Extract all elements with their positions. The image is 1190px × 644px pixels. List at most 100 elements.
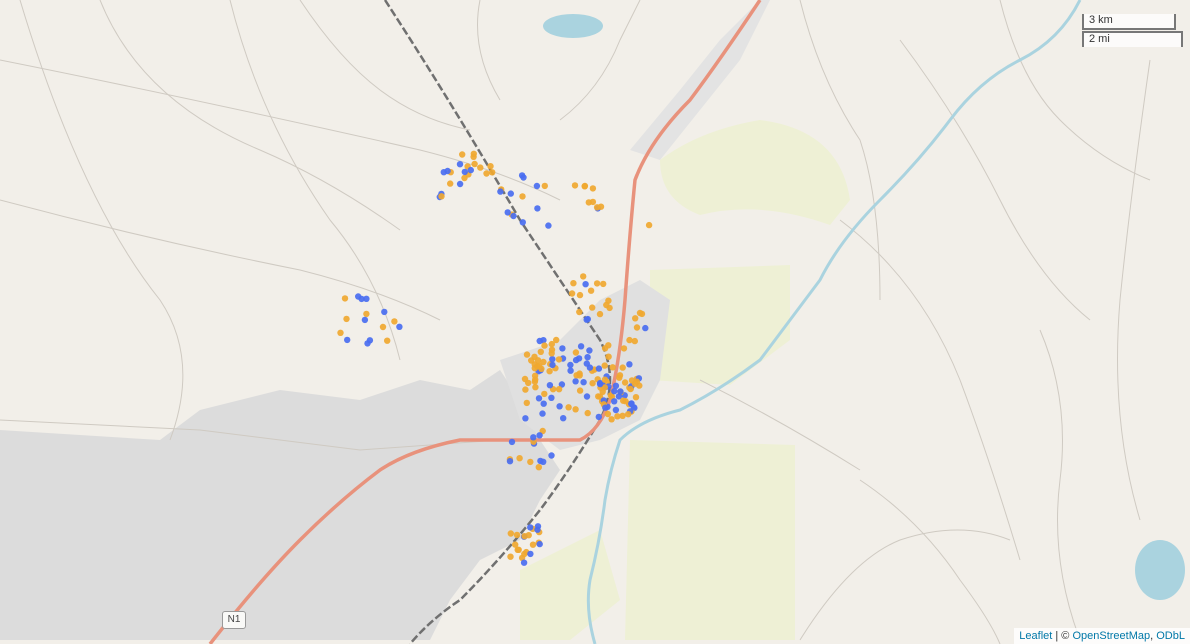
blue-marker[interactable] bbox=[556, 403, 563, 410]
orange-marker[interactable] bbox=[555, 386, 563, 393]
blue-marker[interactable] bbox=[456, 180, 464, 188]
orange-marker[interactable] bbox=[632, 315, 639, 322]
orange-marker[interactable] bbox=[625, 411, 632, 418]
blue-marker[interactable] bbox=[630, 404, 637, 411]
blue-marker[interactable] bbox=[626, 361, 633, 368]
blue-marker[interactable] bbox=[549, 361, 556, 369]
orange-marker[interactable] bbox=[516, 455, 523, 462]
blue-marker[interactable] bbox=[549, 356, 556, 363]
blue-marker[interactable] bbox=[595, 413, 602, 421]
blue-marker[interactable] bbox=[536, 337, 543, 345]
orange-marker[interactable] bbox=[438, 193, 445, 200]
blue-marker[interactable] bbox=[520, 559, 528, 566]
orange-marker[interactable] bbox=[596, 310, 604, 318]
blue-marker[interactable] bbox=[586, 347, 593, 354]
orange-marker[interactable] bbox=[477, 164, 484, 171]
orange-marker[interactable] bbox=[548, 350, 555, 357]
blue-marker[interactable] bbox=[546, 382, 554, 389]
blue-marker[interactable] bbox=[642, 324, 649, 332]
orange-marker[interactable] bbox=[343, 315, 350, 323]
orange-marker[interactable] bbox=[540, 358, 547, 366]
orange-marker[interactable] bbox=[576, 291, 584, 299]
orange-marker[interactable] bbox=[532, 384, 539, 391]
orange-marker[interactable] bbox=[600, 280, 607, 288]
blue-marker[interactable] bbox=[567, 361, 574, 369]
orange-marker[interactable] bbox=[541, 342, 548, 349]
orange-marker[interactable] bbox=[619, 364, 626, 371]
blue-marker[interactable] bbox=[545, 222, 552, 229]
orange-marker[interactable] bbox=[538, 365, 545, 372]
blue-marker[interactable] bbox=[612, 382, 620, 389]
blue-marker[interactable] bbox=[572, 356, 580, 364]
orange-marker[interactable] bbox=[595, 393, 602, 400]
orange-marker[interactable] bbox=[522, 386, 529, 393]
orange-marker[interactable] bbox=[541, 390, 548, 398]
orange-marker[interactable] bbox=[521, 533, 528, 540]
orange-marker[interactable] bbox=[603, 301, 610, 309]
orange-marker[interactable] bbox=[572, 406, 579, 413]
orange-marker[interactable] bbox=[555, 356, 563, 363]
orange-marker[interactable] bbox=[447, 180, 454, 187]
blue-marker[interactable] bbox=[361, 316, 369, 324]
orange-marker[interactable] bbox=[572, 349, 580, 356]
orange-marker[interactable] bbox=[513, 531, 521, 539]
blue-marker[interactable] bbox=[381, 308, 388, 316]
orange-marker[interactable] bbox=[601, 376, 609, 383]
orange-marker[interactable] bbox=[521, 375, 529, 383]
blue-marker[interactable] bbox=[560, 415, 567, 422]
orange-marker[interactable] bbox=[620, 397, 627, 404]
blue-marker[interactable] bbox=[539, 410, 546, 417]
orange-marker[interactable] bbox=[534, 357, 542, 364]
orange-marker[interactable] bbox=[587, 287, 595, 294]
orange-marker[interactable] bbox=[608, 416, 615, 423]
blue-marker[interactable] bbox=[364, 340, 371, 347]
orange-marker[interactable] bbox=[614, 413, 621, 420]
blue-marker[interactable] bbox=[527, 550, 534, 558]
blue-marker[interactable] bbox=[396, 323, 403, 330]
orange-marker[interactable] bbox=[604, 410, 612, 418]
blue-marker[interactable] bbox=[611, 388, 618, 395]
osm-link[interactable]: OpenStreetMap bbox=[1072, 630, 1151, 642]
orange-marker[interactable] bbox=[607, 392, 614, 399]
blue-marker[interactable] bbox=[363, 295, 370, 302]
orange-marker[interactable] bbox=[589, 380, 596, 387]
orange-marker[interactable] bbox=[529, 541, 537, 548]
blue-marker[interactable] bbox=[536, 432, 543, 439]
orange-marker[interactable] bbox=[636, 309, 644, 317]
orange-marker[interactable] bbox=[581, 183, 588, 190]
orange-marker[interactable] bbox=[599, 388, 606, 395]
blue-marker[interactable] bbox=[611, 398, 618, 405]
orange-marker[interactable] bbox=[341, 295, 349, 302]
blue-marker[interactable] bbox=[583, 316, 590, 323]
orange-marker[interactable] bbox=[601, 362, 608, 369]
orange-marker[interactable] bbox=[483, 170, 490, 177]
blue-marker[interactable] bbox=[559, 345, 566, 352]
orange-marker[interactable] bbox=[519, 193, 526, 200]
blue-marker[interactable] bbox=[548, 394, 555, 401]
blue-marker[interactable] bbox=[580, 379, 587, 386]
orange-marker[interactable] bbox=[523, 351, 531, 358]
orange-marker[interactable] bbox=[459, 151, 466, 158]
orange-marker[interactable] bbox=[627, 385, 634, 393]
orange-marker[interactable] bbox=[576, 387, 584, 394]
orange-marker[interactable] bbox=[532, 376, 539, 383]
orange-marker[interactable] bbox=[589, 198, 597, 206]
orange-marker[interactable] bbox=[541, 182, 548, 190]
orange-marker[interactable] bbox=[589, 185, 597, 192]
orange-marker[interactable] bbox=[337, 329, 344, 336]
blue-marker[interactable] bbox=[602, 404, 609, 411]
blue-marker[interactable] bbox=[567, 367, 574, 374]
blue-marker[interactable] bbox=[535, 395, 543, 402]
orange-marker[interactable] bbox=[384, 337, 391, 344]
orange-marker[interactable] bbox=[535, 464, 542, 471]
blue-marker[interactable] bbox=[612, 406, 620, 414]
orange-marker[interactable] bbox=[565, 404, 572, 411]
orange-marker[interactable] bbox=[512, 541, 519, 548]
blue-marker[interactable] bbox=[558, 381, 566, 388]
orange-marker[interactable] bbox=[507, 530, 514, 537]
orange-marker[interactable] bbox=[523, 399, 530, 407]
leaflet-link[interactable]: Leaflet bbox=[1019, 630, 1053, 642]
blue-marker[interactable] bbox=[520, 174, 527, 181]
blue-marker[interactable] bbox=[583, 360, 590, 367]
